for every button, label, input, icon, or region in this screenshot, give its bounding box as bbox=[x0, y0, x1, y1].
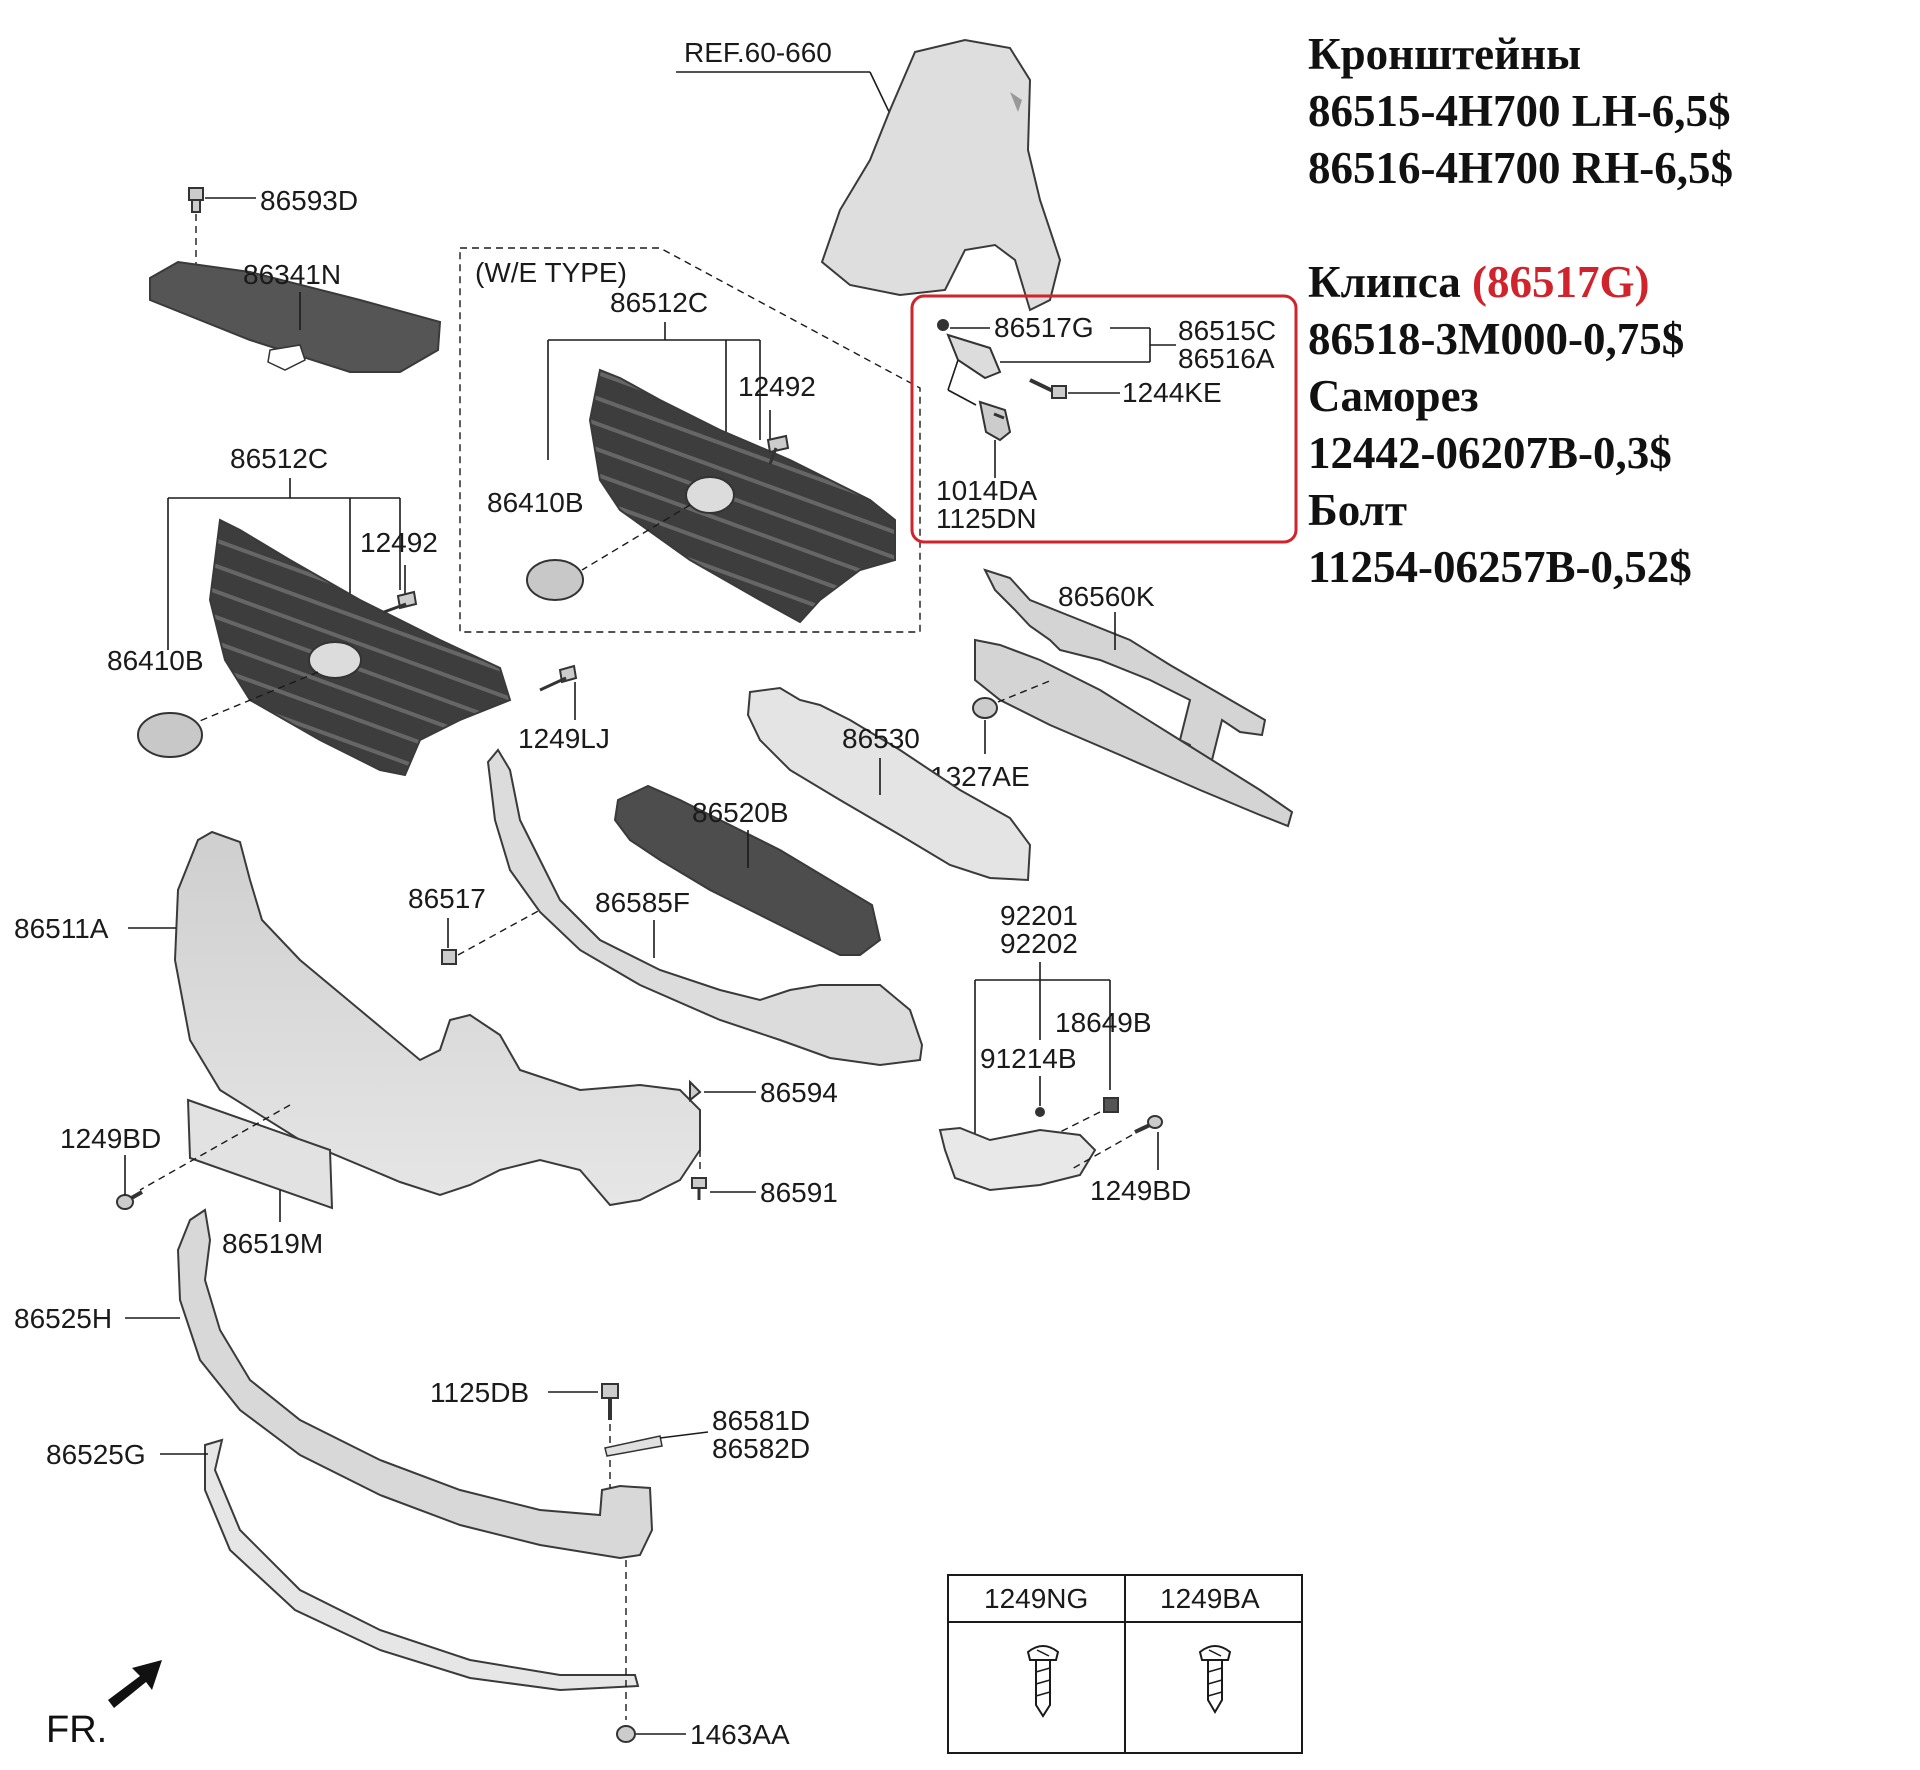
label-86511a: 86511A bbox=[14, 913, 109, 944]
bolt-title: Болт bbox=[1308, 485, 1408, 535]
bracket-rh-price: 86516-4H700 RH-6,5$ bbox=[1308, 143, 1733, 193]
label-86515c: 86515C bbox=[1178, 315, 1276, 346]
nut-1327ae-icon bbox=[972, 697, 998, 719]
beam-86530: 86530 bbox=[746, 686, 1032, 882]
label-86593d: 86593D bbox=[260, 185, 358, 216]
front-arrow-icon bbox=[108, 1660, 162, 1708]
label-92201: 92201 bbox=[1000, 900, 1078, 931]
clip-86594-icon bbox=[689, 1079, 702, 1103]
highlight-box bbox=[910, 294, 1298, 544]
clip-86517g-icon bbox=[937, 319, 949, 331]
label-86591: 86591 bbox=[760, 1177, 838, 1208]
license-bracket-86519m: 1249BD 86519M bbox=[60, 1098, 334, 1259]
screw-price: 12442-06207B-0,3$ bbox=[1308, 428, 1672, 478]
main-grille: 86512C 86410B 12492 1249LJ bbox=[107, 443, 610, 777]
label-86516a: 86516A bbox=[1178, 343, 1275, 374]
label-86512c-b: 86512C bbox=[230, 443, 328, 474]
label-1249bd-b: 1249BD bbox=[1090, 1175, 1191, 1206]
label-91214b: 91214B bbox=[980, 1043, 1077, 1074]
label-12492-b: 12492 bbox=[360, 527, 438, 558]
skid-strip-86525g: 86525G 1463AA bbox=[46, 1438, 790, 1750]
bolt-1125db-icon bbox=[601, 1383, 619, 1399]
label-1125db: 1125DB bbox=[430, 1377, 529, 1408]
clip-title: Клипса bbox=[1308, 257, 1461, 307]
screw-1244ke-icon bbox=[1029, 378, 1056, 394]
front-direction: FR. bbox=[46, 1660, 162, 1751]
label-1463aa: 1463AA bbox=[690, 1719, 790, 1750]
label-86512c-a: 86512C bbox=[610, 287, 708, 318]
clip-86593d-icon bbox=[188, 187, 204, 201]
label-86525g: 86525G bbox=[46, 1439, 146, 1470]
price-list: Кронштейны 86515-4H700 LH-6,5$ 86516-4H7… bbox=[1308, 26, 1908, 596]
fog-lamp: 92201 92202 18649B 91214B 1249BD bbox=[938, 900, 1191, 1206]
label-86517: 86517 bbox=[408, 883, 486, 914]
label-1014da: 1014DA bbox=[936, 475, 1038, 506]
label-86341n: 86341N bbox=[243, 259, 341, 290]
label-12492-a: 12492 bbox=[738, 371, 816, 402]
we-type-label: (W/E TYPE) bbox=[475, 257, 627, 288]
fr-label: FR. bbox=[46, 1709, 107, 1751]
bolt-price: 11254-06257B-0,52$ bbox=[1308, 542, 1692, 592]
label-92202: 92202 bbox=[1000, 928, 1078, 959]
label-86517g: 86517G bbox=[994, 312, 1094, 343]
absorber-86520b: 86520B bbox=[613, 784, 882, 956]
emblem-icon bbox=[526, 559, 584, 601]
label-86410b-a: 86410B bbox=[487, 487, 584, 518]
clip-code: (86517G) bbox=[1472, 257, 1650, 307]
label-86410b-b: 86410B bbox=[107, 645, 204, 676]
lip-86585f: 86585F 86517 bbox=[408, 748, 924, 1067]
screw-86591-icon bbox=[691, 1177, 707, 1189]
label-1125dn: 1125DN bbox=[936, 503, 1037, 534]
clip-price: 86518-3M000-0,75$ bbox=[1308, 314, 1685, 364]
label-86519m: 86519M bbox=[222, 1228, 323, 1259]
label-1249bd-a: 1249BD bbox=[60, 1123, 161, 1154]
clip-1463aa-icon bbox=[616, 1725, 636, 1743]
label-86525h: 86525H bbox=[14, 1303, 112, 1334]
label-86530: 86530 bbox=[842, 723, 920, 754]
bumper-cover-86511a: 86511A 86594 86591 bbox=[14, 830, 838, 1208]
label-86585f: 86585F bbox=[595, 887, 690, 918]
clip-86517-icon bbox=[441, 949, 457, 965]
carrier-86560k: 86560K 1327AE bbox=[930, 568, 1294, 828]
bracket-lh-price: 86515-4H700 LH-6,5$ bbox=[1308, 86, 1731, 136]
screw-1249ng-icon bbox=[1026, 1645, 1060, 1718]
bulb-icon bbox=[1103, 1097, 1119, 1113]
screw-table: 1249NG 1249BA bbox=[947, 1574, 1303, 1754]
label-86581d: 86581D bbox=[712, 1405, 810, 1436]
bracket-group: 86517G 86515C 86516A 1014DA 1125DN 1244K… bbox=[910, 294, 1298, 544]
label-86520b: 86520B bbox=[692, 797, 789, 828]
front-fender bbox=[820, 38, 1062, 312]
table-col-1249ba: 1249BA bbox=[1160, 1583, 1260, 1614]
label-86594: 86594 bbox=[760, 1077, 838, 1108]
brackets-title: Кронштейны bbox=[1308, 29, 1582, 79]
label-18649b: 18649B bbox=[1055, 1007, 1152, 1038]
label-1249lj: 1249LJ bbox=[518, 723, 610, 754]
screw-1249ba-icon bbox=[1198, 1645, 1232, 1714]
ref-label: REF.60-660 bbox=[684, 37, 832, 68]
label-1244ke: 1244KE bbox=[1122, 377, 1222, 408]
grille-we-type: (W/E TYPE) 86512C 86410B 12492 bbox=[459, 247, 921, 633]
lower-bumper-86525h: 86525H 1125DB 86581D 86582D bbox=[14, 1208, 810, 1560]
fender-ref: REF.60-660 bbox=[676, 37, 1062, 312]
clip-heading: Клипса (86517G) bbox=[1308, 254, 1908, 311]
bracket-icon bbox=[946, 333, 1002, 380]
table-col-1249ng: 1249NG bbox=[984, 1583, 1088, 1614]
bolt-1014da-icon bbox=[978, 400, 1012, 442]
label-86560k: 86560K bbox=[1058, 581, 1155, 612]
radiator-upper-cover: 86593D 86341N bbox=[149, 185, 442, 373]
screw-1249bd-b-icon bbox=[1147, 1115, 1163, 1129]
label-86582d: 86582D bbox=[712, 1433, 810, 1464]
screw-1249bd-a-icon bbox=[116, 1194, 134, 1210]
screw-title: Саморез bbox=[1308, 371, 1479, 421]
